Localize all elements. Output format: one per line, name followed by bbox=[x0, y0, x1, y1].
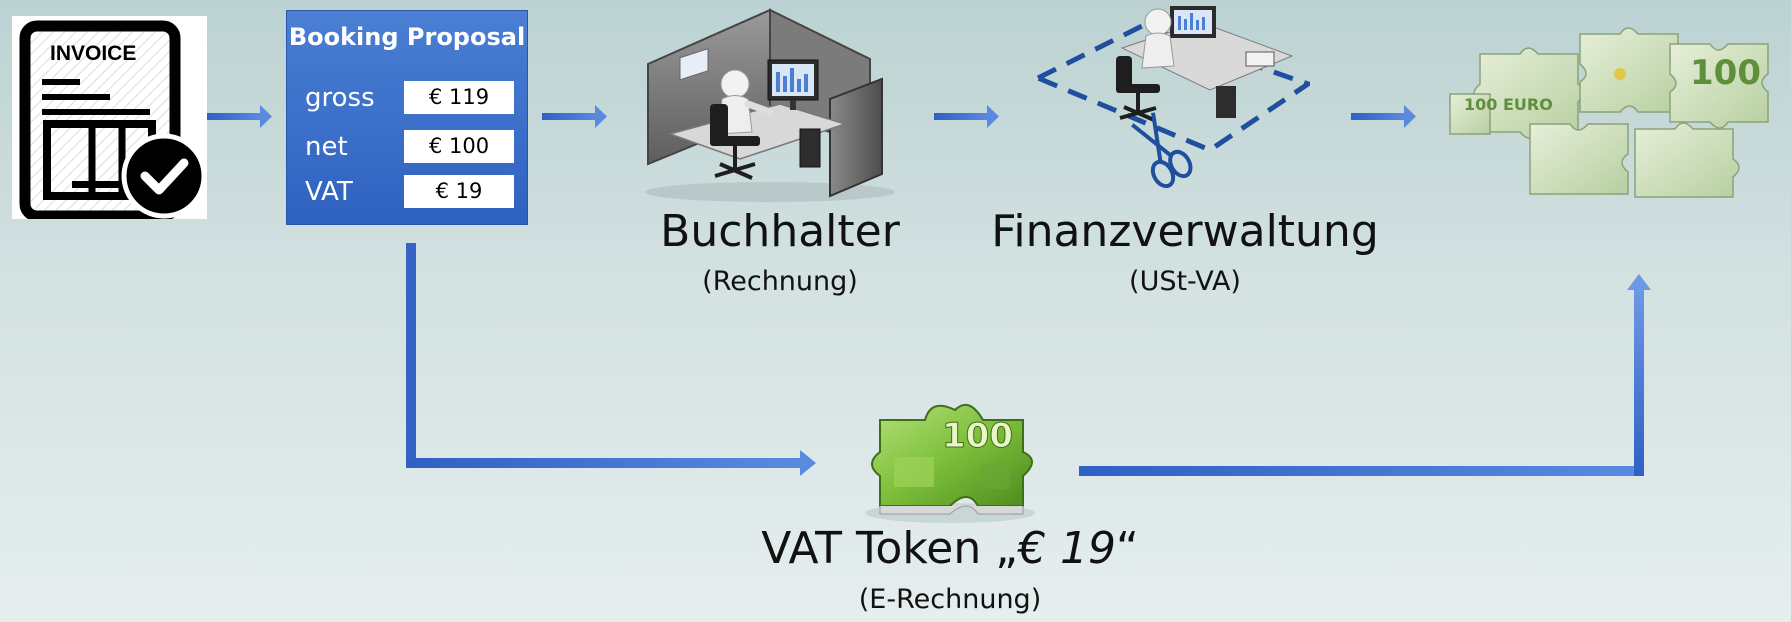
vat-token-title-prefix: VAT Token „ bbox=[761, 523, 1019, 574]
tax-office-desk-cutout-icon bbox=[1032, 6, 1310, 189]
accountant-subtitle: (Rechnung) bbox=[702, 266, 858, 297]
vat-token-title: VAT Token „€ 19“ bbox=[700, 523, 1200, 574]
booking-row-gross: gross € 119 bbox=[305, 81, 515, 117]
arrow-invoice-to-booking bbox=[207, 105, 272, 128]
svg-text:100: 100 bbox=[1690, 53, 1761, 93]
svg-text:100: 100 bbox=[942, 416, 1013, 456]
booking-row-vat: VAT € 19 bbox=[305, 175, 515, 211]
arrow-accountant-to-taxoffice bbox=[934, 105, 999, 128]
booking-row-net: net € 100 bbox=[305, 130, 515, 166]
vat-token-subtitle: (E-Rechnung) bbox=[858, 584, 1042, 615]
arrow-token-to-puzzle bbox=[1079, 274, 1651, 476]
vat-token-title-suffix: “ bbox=[1115, 523, 1139, 574]
euro-banknote-puzzle-icon: 100 100 EURO bbox=[1449, 27, 1769, 198]
booking-row-value: € 100 bbox=[404, 130, 514, 163]
arrow-booking-to-token bbox=[406, 243, 816, 476]
booking-row-value: € 19 bbox=[404, 175, 514, 208]
tax-office-subtitle: (USt-VA) bbox=[1129, 266, 1241, 297]
euro-puzzle-piece-icon: 100 bbox=[865, 403, 1035, 523]
arrow-booking-to-accountant bbox=[542, 105, 607, 128]
scissors-icon bbox=[1131, 112, 1193, 189]
invoice-check-icon bbox=[19, 20, 207, 219]
booking-proposal-panel: Booking Proposal gross € 119 net € 100 V… bbox=[286, 10, 528, 225]
svg-text:100 EURO: 100 EURO bbox=[1464, 95, 1553, 114]
booking-row-label: net bbox=[305, 132, 348, 162]
invoice-label: INVOICE bbox=[50, 42, 137, 65]
tax-office-title: Finanzverwaltung bbox=[991, 206, 1379, 257]
booking-proposal-title: Booking Proposal bbox=[288, 23, 526, 51]
accountant-cubicle-icon bbox=[645, 8, 895, 202]
booking-row-value: € 119 bbox=[404, 81, 514, 114]
booking-row-label: gross bbox=[305, 83, 375, 113]
arrow-taxoffice-to-puzzle bbox=[1351, 105, 1416, 128]
vat-token-title-value: € 19 bbox=[1018, 523, 1116, 574]
booking-row-label: VAT bbox=[305, 177, 353, 207]
invoice-document: INVOICE bbox=[12, 16, 207, 219]
accountant-title: Buchhalter bbox=[660, 206, 900, 257]
